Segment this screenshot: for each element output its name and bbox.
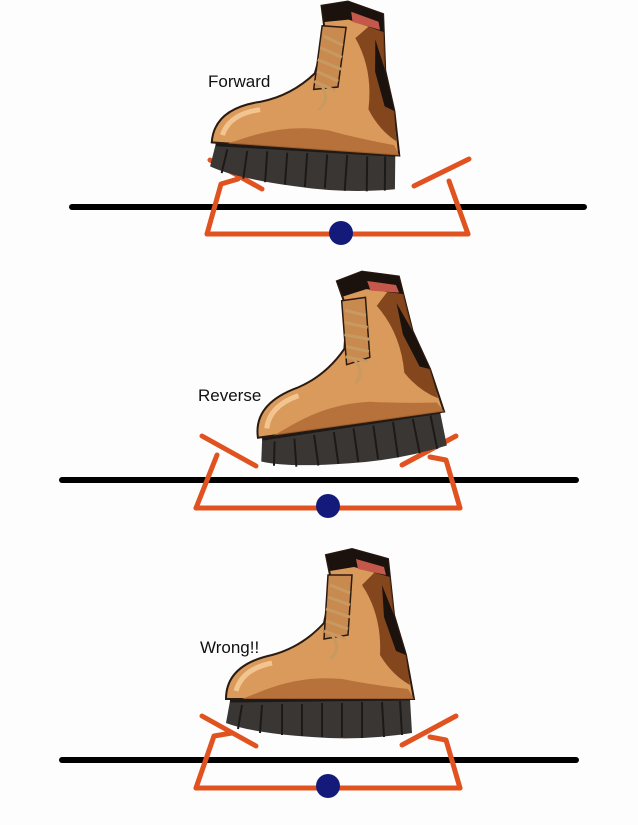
pivot-dot-icon (329, 221, 353, 245)
panel-forward (69, 0, 587, 245)
pivot-dot-icon (316, 494, 340, 518)
pivot-dot-icon (316, 774, 340, 798)
panel-wrong (59, 549, 579, 798)
panel-label-reverse: Reverse (198, 386, 262, 405)
panel-label-forward: Forward (208, 72, 271, 91)
panel-reverse (59, 263, 579, 518)
work-boot-icon (209, 0, 410, 195)
work-boot-icon (237, 263, 450, 477)
panel-label-wrong: Wrong!! (200, 638, 260, 657)
